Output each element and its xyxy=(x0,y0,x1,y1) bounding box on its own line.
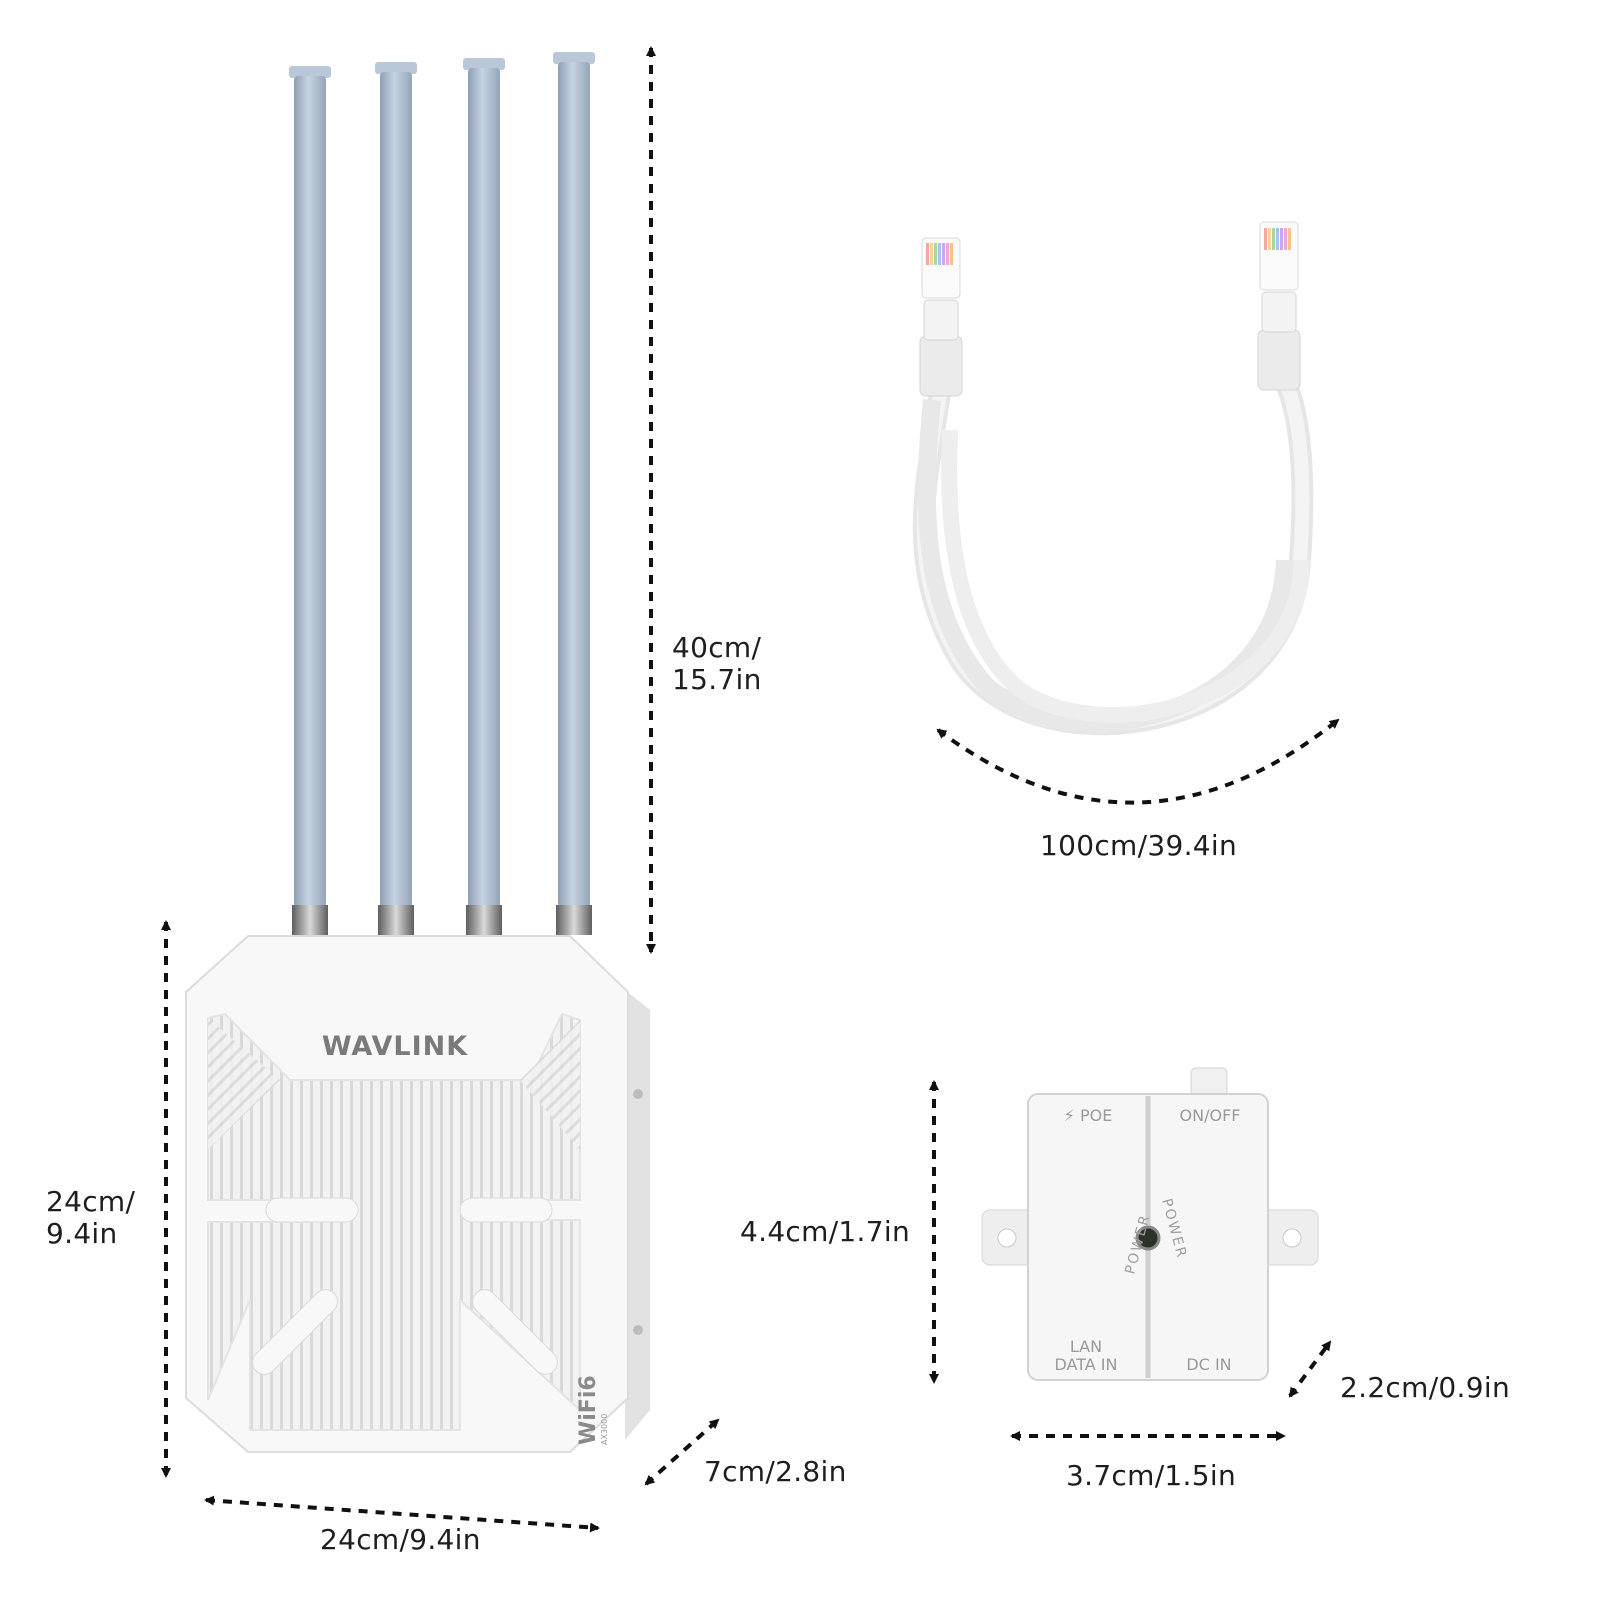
router-width-arrow xyxy=(204,1495,600,1533)
port-label-poe: ⚡ POE xyxy=(1064,1106,1113,1125)
antenna xyxy=(463,58,505,935)
port-label-dcin: DC IN xyxy=(1186,1355,1231,1374)
injector-height-label: 4.4cm/1.7in xyxy=(740,1215,910,1248)
poe-injector: ⚡ POE ON/OFF POWER POWER LAN DATA IN DC … xyxy=(981,1067,1319,1381)
router-antennas xyxy=(289,52,595,935)
brand-logo: WAVLINK xyxy=(322,1031,468,1062)
wifi6-badge: WiFi6 xyxy=(576,1375,601,1445)
rj45-plug-right xyxy=(1257,221,1301,391)
injector-depth-label: 2.2cm/0.9in xyxy=(1340,1371,1510,1404)
antenna-height-label-line1: 40cm/ xyxy=(672,631,762,664)
antenna xyxy=(553,52,595,935)
router-height-label-line2: 9.4in xyxy=(46,1217,118,1250)
ethernet-cable xyxy=(912,221,1314,736)
router-width-label: 24cm/9.4in xyxy=(320,1523,481,1556)
port-label-data-in: DATA IN xyxy=(1055,1355,1118,1374)
antenna-height-label-line2: 15.7in xyxy=(672,663,762,696)
router-depth-label: 7cm/2.8in xyxy=(704,1455,847,1488)
router-body: WAVLINK WiFi6 AX3000 xyxy=(185,935,650,1453)
ax3000-badge: AX3000 xyxy=(600,1414,609,1445)
rj45-plug-left xyxy=(919,237,963,397)
dimension-arrows xyxy=(161,46,1340,1533)
port-label-onoff: ON/OFF xyxy=(1180,1106,1241,1125)
port-label-lan: LAN xyxy=(1070,1337,1102,1356)
injector-depth-arrow xyxy=(1288,1340,1332,1398)
antenna xyxy=(375,62,417,935)
injector-width-label: 3.7cm/1.5in xyxy=(1066,1459,1236,1492)
antenna xyxy=(289,66,331,935)
cable-length-label: 100cm/39.4in xyxy=(1040,829,1238,862)
router-height-label-line1: 24cm/ xyxy=(46,1185,136,1218)
